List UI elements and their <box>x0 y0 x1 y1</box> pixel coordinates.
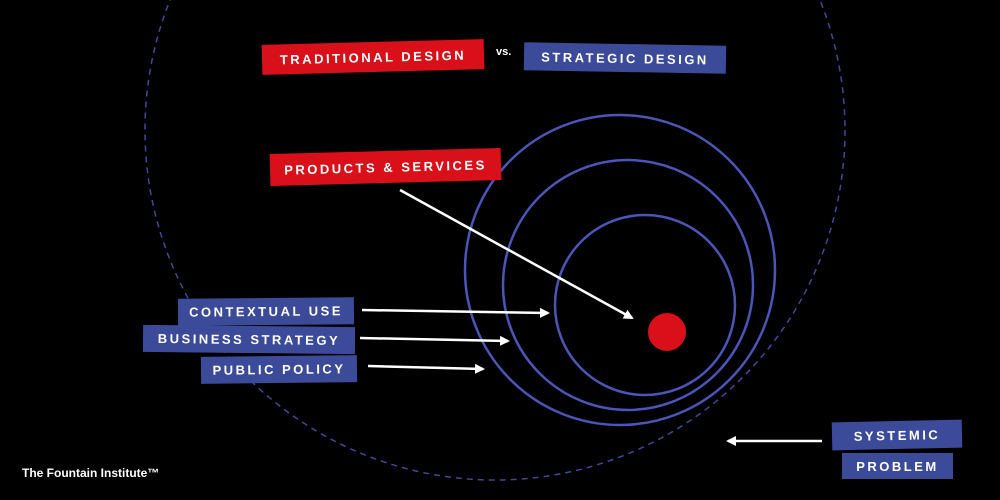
contextual-use-arrow <box>361 307 550 318</box>
contextual-use-ring <box>553 213 737 397</box>
strategic-design-label: STRATEGIC DESIGN <box>523 42 727 74</box>
business-strategy-arrow <box>359 335 510 346</box>
products-services-label: PRODUCTS & SERVICES <box>269 147 502 187</box>
brand-logo-text: The Fountain Institute™ <box>22 466 160 480</box>
systemic-label: SYSTEMIC <box>831 419 963 451</box>
business-strategy-ring <box>501 158 755 412</box>
traditional-design-label: TRADITIONAL DESIGN <box>261 39 485 75</box>
public-policy-label: PUBLIC POLICY <box>200 355 358 384</box>
product-core-dot <box>648 313 686 351</box>
public-policy-ring <box>463 113 777 427</box>
business-strategy-label: BUSINESS STRATEGY <box>142 324 356 355</box>
systemic-dashed-ring <box>144 0 846 481</box>
versus-text: vs. <box>496 46 512 58</box>
products-arrow <box>399 188 634 320</box>
contextual-use-label: CONTEXTUAL USE <box>177 297 355 326</box>
public-policy-arrow <box>367 363 485 374</box>
problem-label: PROBLEM <box>842 453 953 479</box>
